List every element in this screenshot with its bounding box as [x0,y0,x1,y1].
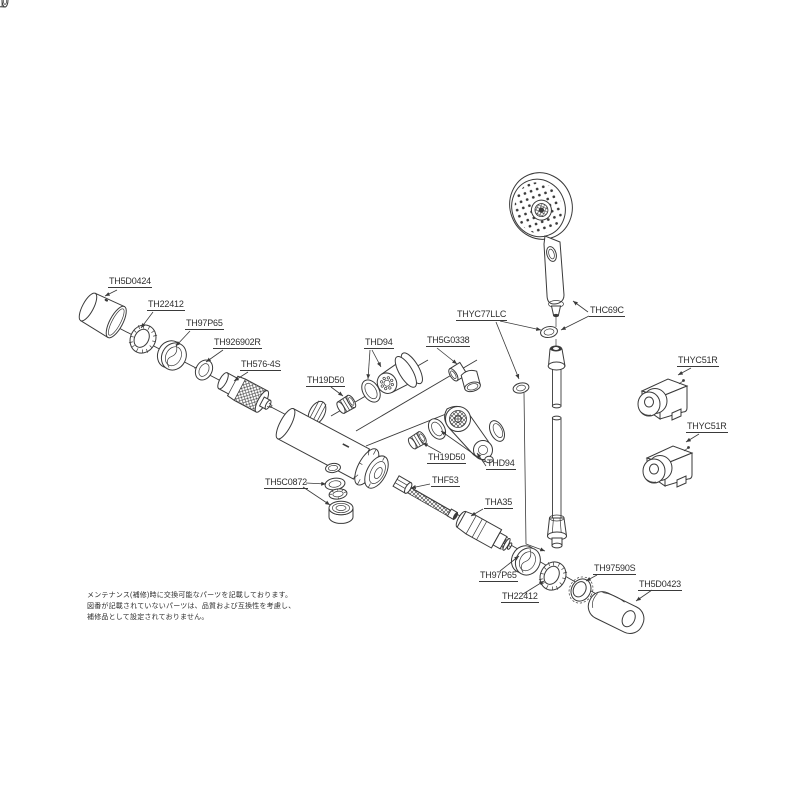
part-label-thf53: THF53 [431,475,460,487]
part-label-th5c0872: TH5C0872 [264,477,308,489]
part-label-th97p65-1: TH97P65 [185,318,224,330]
part-label-th97590s: TH97590S [593,563,637,575]
part-ring-th97p65-2 [510,545,541,576]
leader-lines [104,289,700,602]
part-label-th97p65-2: TH97P65 [479,570,518,582]
maintenance-note-line-2: 図番が記載されていないパーツは、品質および互換性を考慮し、 [87,603,296,610]
part-cap-th5d0424 [78,292,127,339]
maintenance-note: メンテナンス(補修)時に交換可能なパーツを記載しております。 図番が記載されてい… [87,590,295,623]
part-label-th5d0423: TH5D0423 [638,579,682,591]
maintenance-note-line-3: 補修品として設定されておりません。 [87,614,209,621]
part-nut-th19d50-lower [406,429,429,451]
part-strainer-th5c0872 [324,477,354,524]
part-label-th22412-1: TH22412 [147,299,185,311]
part-ring-th22412-2 [538,561,568,591]
part-washer-thd94-upper [361,379,381,403]
part-label-th576-4s: TH576-4S [240,359,282,371]
part-label-thd94-2: THD94 [486,458,516,470]
part-label-thd94-1: THD94 [364,337,394,349]
part-label-thyc51r-2: THYC51R [686,421,728,433]
part-hose-thf53 [392,475,459,521]
part-ring-th22412 [128,324,158,354]
part-label-th926902r: TH926902R [213,337,262,349]
part-shower-hose-thyc77llc [512,325,568,549]
part-elbow-th5g0338 [448,361,481,393]
part-label-th22412-2: TH22412 [501,591,539,603]
part-label-th5d0424: TH5D0424 [108,276,152,288]
part-connector-thd94 [376,352,423,394]
part-link-thd94 [444,405,506,464]
part-label-thyc77llc: THYC77LLC [456,309,508,321]
part-ring-th97590s [568,576,594,604]
part-label-th19d50-1: TH19D50 [306,375,346,387]
part-label-thc69c: THC69C [589,305,625,317]
part-shower-head-thc69c [509,172,573,318]
part-valve-body [275,400,389,489]
maintenance-note-line-1: メンテナンス(補修)時に交換可能なパーツを記載しております。 [87,592,293,599]
part-hanger-thyc51r-2 [642,445,693,488]
part-valve-tha35 [455,510,513,551]
part-label-th19d50-2: TH19D50 [427,452,467,464]
part-cartridge-th576-4s [217,372,273,413]
part-ring-th97p65 [156,340,187,371]
part-bracket-th5d0423 [587,591,645,634]
part-label-th5g0338: TH5G0338 [426,335,471,347]
part-label-tha35: THA35 [484,497,514,509]
part-washer-th926902r [194,359,214,381]
part-label-thyc51r-1: THYC51R [677,355,719,367]
